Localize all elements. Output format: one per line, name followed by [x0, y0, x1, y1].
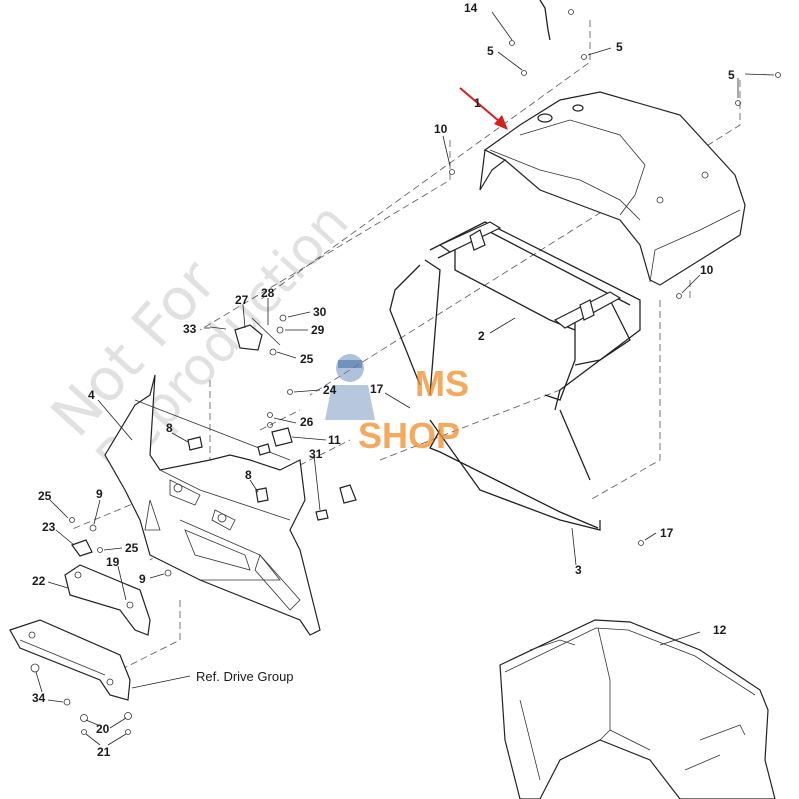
callout-25: 25: [300, 352, 314, 366]
callout-30: 30: [313, 305, 327, 319]
callout-11: 11: [328, 433, 341, 447]
callout-27: 27: [235, 293, 249, 307]
ms-shop-logo: MS SHOP: [325, 354, 469, 456]
top-cover-part: [479, 91, 746, 286]
ref-drive-group-label: Ref. Drive Group: [196, 669, 294, 684]
callout-34: 34: [32, 691, 46, 705]
callout-28: 28: [261, 286, 275, 300]
callout-17: 17: [660, 526, 674, 540]
callout-labels: 14 5 5 5 1 10 10 2 27 28 30 33 29 25 24 …: [32, 1, 735, 759]
callout-1: 1: [474, 96, 481, 110]
callout-8: 8: [245, 468, 252, 482]
callout-9: 9: [139, 572, 146, 586]
bag-frame-part: [389, 221, 641, 481]
callout-10: 10: [434, 122, 448, 136]
callout-23: 23: [42, 520, 56, 534]
logo-text-ms: MS: [415, 363, 469, 404]
callout-31: 31: [309, 447, 323, 461]
lower-left-parts: [9, 517, 172, 735]
callout-3: 3: [575, 563, 582, 577]
callout-5: 5: [728, 68, 735, 82]
callout-21: 21: [97, 745, 111, 759]
callout-5: 5: [616, 40, 623, 54]
red-arrow-indicator: [459, 87, 508, 130]
callout-33: 33: [183, 322, 197, 336]
callout-25: 25: [38, 489, 52, 503]
callout-20: 20: [96, 722, 110, 736]
logo-text-shop: SHOP: [358, 415, 460, 456]
callout-19: 19: [106, 555, 120, 569]
callout-2: 2: [478, 329, 485, 343]
screw-fasteners: [449, 0, 781, 546]
callout-8: 8: [166, 421, 173, 435]
callout-9: 9: [96, 487, 103, 501]
callout-12: 12: [713, 623, 727, 637]
callout-5: 5: [487, 44, 494, 58]
callout-29: 29: [311, 323, 325, 337]
callout-24: 24: [323, 383, 337, 397]
callout-25: 25: [125, 541, 139, 555]
callout-26: 26: [300, 415, 314, 429]
front-panel-part: [104, 374, 321, 636]
callout-14: 14: [464, 1, 478, 15]
latch-bracket-parts: [187, 314, 357, 521]
grass-bag-part: [499, 619, 776, 799]
callout-4: 4: [88, 388, 95, 402]
callout-17: 17: [370, 382, 384, 396]
callout-10: 10: [700, 263, 714, 277]
u-rod-part: [429, 419, 601, 531]
callout-22: 22: [32, 574, 46, 588]
leader-lines: [35, 11, 775, 746]
